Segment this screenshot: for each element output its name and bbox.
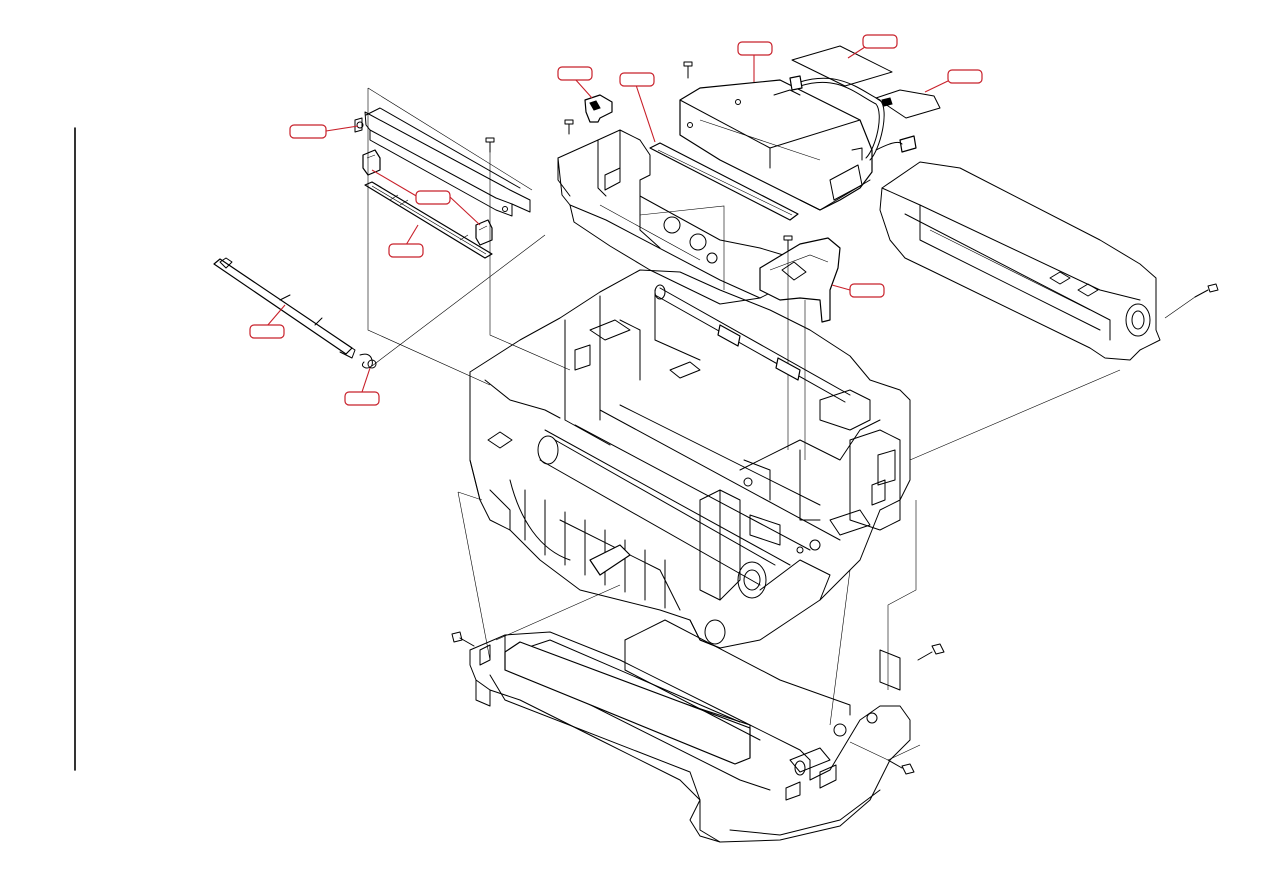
screw-icon xyxy=(451,631,475,647)
screw-icon xyxy=(1194,283,1219,298)
main-chassis-part xyxy=(469,269,911,649)
callout-c7[interactable] xyxy=(415,190,451,205)
roller-shaft-part xyxy=(213,257,356,359)
label-sheet-part xyxy=(791,45,893,87)
callout-c2[interactable] xyxy=(862,34,898,49)
upper-cover-plate-part xyxy=(354,107,531,217)
callout-c8[interactable] xyxy=(388,243,424,258)
callout-c5[interactable] xyxy=(619,72,655,87)
callout-leader xyxy=(325,125,359,132)
screw-icon xyxy=(564,119,574,135)
callout-c4[interactable] xyxy=(557,66,593,81)
clip-part-left xyxy=(362,149,381,176)
callout-leader xyxy=(266,304,286,327)
callout-leader xyxy=(449,196,481,226)
small-bracket-part xyxy=(584,94,613,123)
callout-c10[interactable] xyxy=(344,391,380,406)
base-tray-part xyxy=(469,619,911,843)
callout-leader xyxy=(847,46,866,59)
callout-c1[interactable] xyxy=(737,41,773,56)
long-strip-part xyxy=(649,142,799,221)
callout-leader xyxy=(574,78,593,99)
spring-part xyxy=(359,234,546,369)
clip-part-right xyxy=(475,219,493,246)
small-sheet-part xyxy=(875,89,941,119)
top-frame-part xyxy=(557,129,801,305)
screw-icon xyxy=(887,759,915,775)
callout-c6[interactable] xyxy=(289,124,327,139)
screw-icon xyxy=(683,61,693,79)
callout-leader xyxy=(831,284,851,291)
callout-c3[interactable] xyxy=(947,69,983,84)
callout-c11[interactable] xyxy=(849,283,885,298)
screw-icon xyxy=(485,137,495,153)
callout-leader xyxy=(635,84,656,143)
callout-c9[interactable] xyxy=(249,324,285,339)
screw-icon xyxy=(917,643,945,661)
cable-part xyxy=(789,75,917,161)
callout-leader xyxy=(371,169,419,198)
film-strip-part xyxy=(364,181,493,259)
rear-cover-part xyxy=(879,161,1161,361)
callout-leader xyxy=(361,367,371,393)
callout-leader xyxy=(924,79,951,93)
scanner-unit-part xyxy=(679,79,873,211)
side-bracket-part xyxy=(759,237,841,323)
callout-leader xyxy=(405,224,419,246)
screw-icon xyxy=(783,235,793,251)
